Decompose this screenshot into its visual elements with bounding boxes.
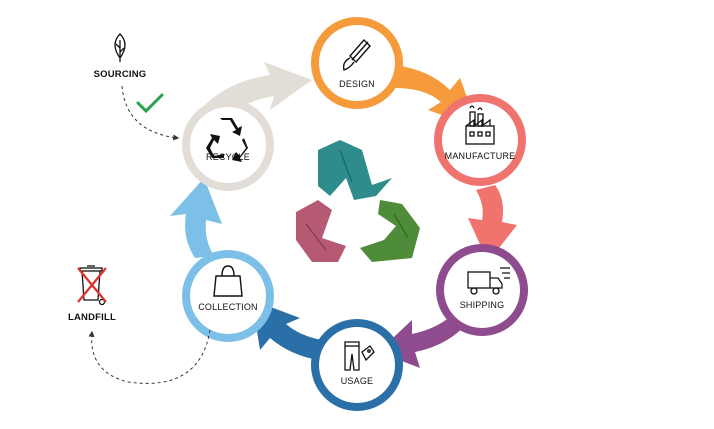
landfill-node: LANDFILL [68,265,211,384]
stage-design[interactable]: DESIGN [311,17,403,109]
recycle-icon [206,118,248,162]
stage-recycle[interactable]: RECYCLE [182,99,274,191]
jeans-green [360,200,420,262]
stage-label: COLLECTION [198,302,258,312]
stage-label: SHIPPING [460,300,505,310]
stage-label: MANUFACTURE [445,151,516,161]
stage-label: DESIGN [339,79,375,89]
jeans-teal [318,140,392,200]
center-jeans-recycle-symbol [296,140,420,262]
factory-icon [465,105,495,145]
paintbrush-icon [342,38,371,71]
collection-to-landfill-dashed-arrow [88,329,211,384]
sourcing-label: SOURCING [94,69,147,80]
jeans-tag-icon [344,341,375,371]
stage-manufacture[interactable]: MANUFACTURE [434,94,526,186]
stage-usage[interactable]: USAGE [311,319,403,411]
crossed-out-bin-icon [77,265,107,306]
sourcing-node: SOURCING [94,33,180,141]
delivery-truck-icon [467,267,510,295]
arrow-manufacture-to-shipping [468,185,517,262]
shopping-bag-icon [213,265,243,297]
jeans-pink [296,200,346,262]
leaf-icon [114,33,126,62]
check-icon [136,93,164,114]
sourcing-to-recycle-dashed-arrow [121,85,180,141]
arrow-collection-to-recycle [170,178,222,258]
landfill-label: LANDFILL [68,312,116,323]
stage-label: USAGE [341,376,374,386]
stage-shipping[interactable]: SHIPPING [436,244,528,336]
stage-label: RECYCLE [206,152,250,162]
stage-collection[interactable]: COLLECTION [182,250,274,342]
